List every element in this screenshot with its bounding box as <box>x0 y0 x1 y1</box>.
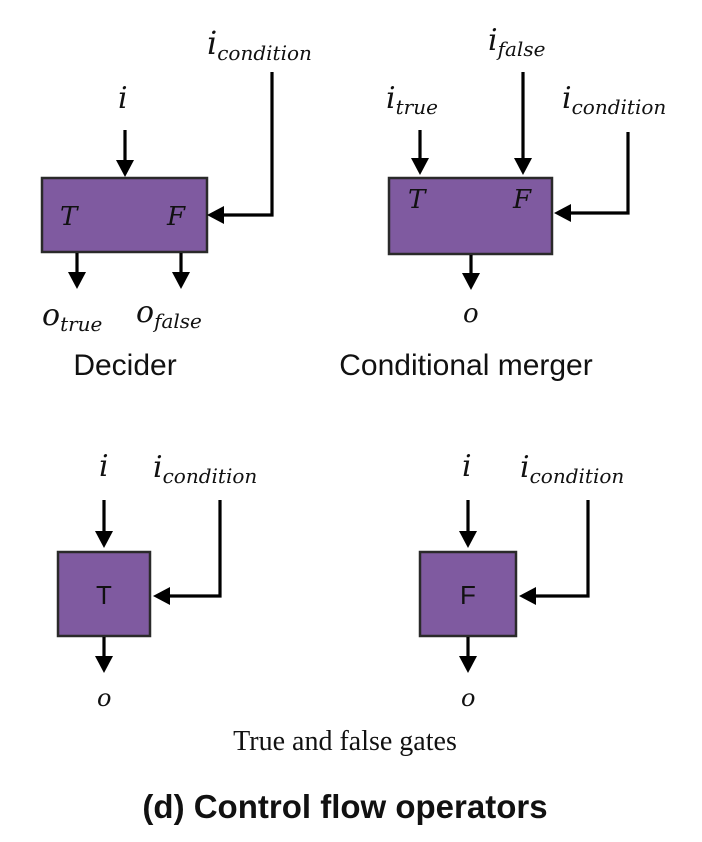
false-gate-condition-wire <box>534 500 590 598</box>
false-gate-condition-arrowhead <box>519 587 536 605</box>
merger-condition-wire <box>569 132 630 215</box>
decider-out-true-arrowhead <box>68 272 86 289</box>
false-gate-box <box>418 550 518 638</box>
true-gate-operator: T i icondition o <box>56 449 257 712</box>
merger-in-false-arrowhead <box>514 158 532 175</box>
true-gate-condition-label: icondition <box>153 450 257 488</box>
decider-condition-wire <box>222 72 274 217</box>
false-gate-input-arrowhead <box>459 531 477 548</box>
decider-caption: Decider <box>73 349 176 382</box>
decider-condition-label: icondition <box>207 24 312 65</box>
merger-in-false-label: ifalse <box>488 23 545 61</box>
true-gate-condition-wire <box>168 500 222 598</box>
true-gate-label: T <box>96 580 112 610</box>
false-gate-output-label: o <box>461 684 475 712</box>
merger-output-label: o <box>463 299 479 329</box>
decider-input-arrowhead <box>116 160 134 177</box>
decider-port-false: F <box>166 202 186 232</box>
false-gate-operator: F i icondition o <box>418 449 624 712</box>
true-gate-input-label: i <box>99 449 109 484</box>
decider-box <box>40 176 209 254</box>
false-gate-input-label: i <box>462 449 472 484</box>
decider-input-label: i <box>118 81 128 116</box>
true-gate-box <box>56 550 152 638</box>
decider-port-true: T <box>60 202 79 232</box>
merger-caption: Conditional merger <box>339 349 592 382</box>
decider-out-false-arrowhead <box>172 272 190 289</box>
conditional-merger-operator: itrue ifalse icondition T F o Conditiona… <box>339 23 666 382</box>
merger-port-true: T <box>408 185 427 215</box>
decider-out-true-label: otrue <box>42 298 102 336</box>
true-gate-output-arrowhead <box>95 656 113 673</box>
merger-box <box>387 176 554 256</box>
false-gate-output-arrowhead <box>459 656 477 673</box>
gates-caption: True and false gates <box>233 726 457 757</box>
figure-title: (d) Control flow operators <box>142 788 547 825</box>
merger-condition-label: icondition <box>562 81 666 119</box>
false-gate-condition-label: icondition <box>520 450 624 488</box>
true-gate-input-arrowhead <box>95 531 113 548</box>
merger-output-arrowhead <box>462 273 480 290</box>
true-gate-output-label: o <box>97 684 111 712</box>
decider-condition-arrowhead <box>207 206 224 224</box>
merger-port-false: F <box>512 185 532 215</box>
true-gate-condition-arrowhead <box>153 587 170 605</box>
merger-in-true-arrowhead <box>411 158 429 175</box>
decider-out-false-label: ofalse <box>136 295 202 333</box>
false-gate-label: F <box>460 580 476 610</box>
merger-condition-arrowhead <box>554 204 571 222</box>
merger-in-true-label: itrue <box>386 81 438 119</box>
decider-operator: i icondition T F otrue ofalse Decider <box>40 24 312 382</box>
